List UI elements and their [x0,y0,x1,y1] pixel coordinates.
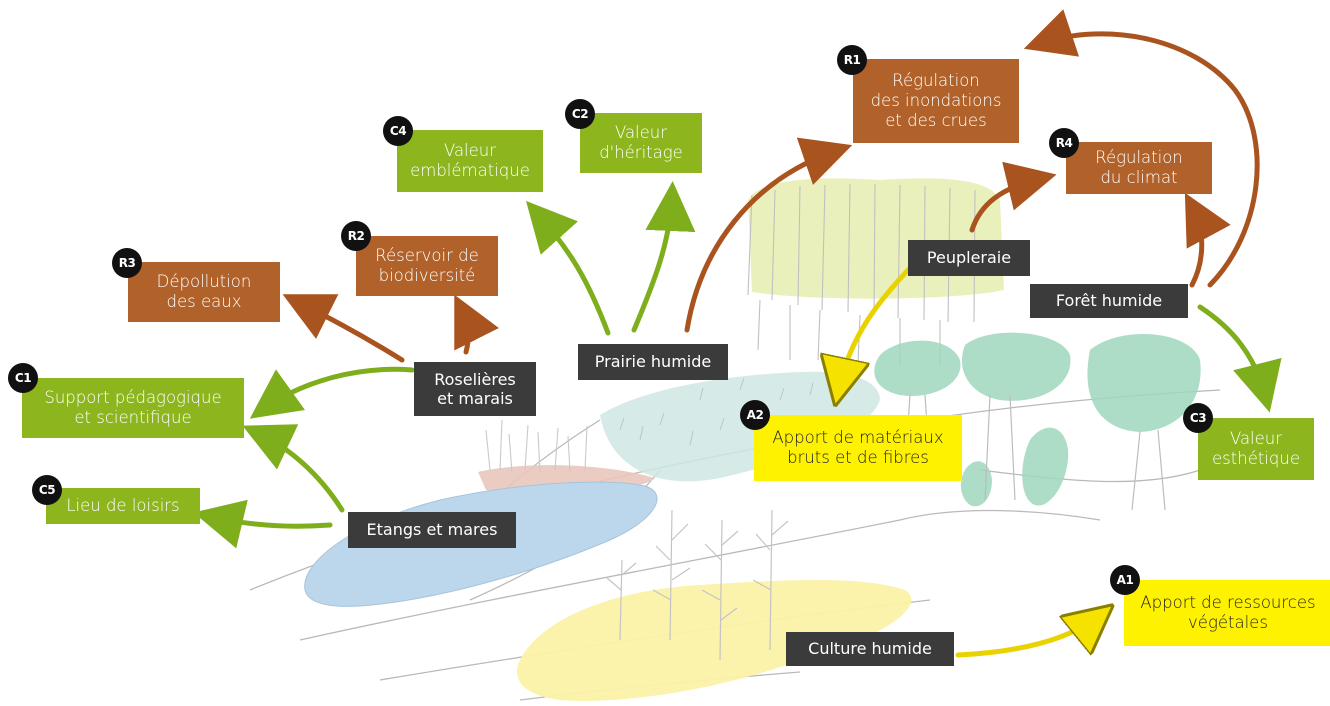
arrow-prairie-to-c4 [525,200,611,336]
badge-c5: C5 [32,475,62,505]
badge-r4: R4 [1049,128,1079,158]
ecosystem-culture-humide: Culture humide [786,632,954,666]
service-c5-lieu-loisirs: Lieu de loisirs [46,488,200,524]
badge-c1: C1 [8,363,38,393]
service-c4-valeur-emblematique: Valeur emblématique [397,130,543,192]
service-r4-regulation-climat: Régulation du climat [1066,142,1212,194]
ecosystem-peupleraie: Peupleraie [908,240,1030,276]
service-a2-apport-materiaux: Apport de matériaux bruts et de fibres [754,415,962,481]
service-c3-valeur-esthetique: Valeur esthétique [1198,418,1314,480]
arrow-peupleraie-to-a2 [838,265,913,392]
arrow-prairie-to-c2 [631,181,696,333]
service-c2-valeur-heritage: Valeur d'héritage [580,113,702,173]
arrow-foret-to-r1 [1023,9,1260,288]
arrow-foret-to-c3 [1197,304,1282,413]
arrow-roselieres-to-r3 [282,294,405,363]
arrow-peupleraie-to-r4 [969,161,1057,233]
service-r2-reservoir-biodiversite: Réservoir de biodiversité [356,236,498,296]
crop-field [516,580,912,701]
crop-plants [606,509,789,661]
ecosystem-roselieres-marais: Roselières et marais [414,362,536,416]
arrow-foret-to-r4 [1184,192,1231,288]
reeds [485,419,588,473]
service-c1-support-pedagogique: Support pédagogique et scientifique [22,378,244,438]
arrow-etangs-to-c5 [193,499,333,549]
ecosystem-prairie-humide: Prairie humide [578,344,728,380]
service-a1-apport-ressources: Apport de ressources végétales [1124,580,1330,646]
badge-c3: C3 [1183,403,1213,433]
arrow-etangs-to-c1 [242,424,345,513]
ecosystem-foret-humide: Forêt humide [1030,284,1188,318]
service-r3-depollution-eaux: Dépollution des eaux [128,262,280,322]
badge-r1: R1 [837,45,867,75]
forest-trees [874,332,1201,511]
badge-a2: A2 [740,400,770,430]
badge-r3: R3 [112,248,142,278]
meadow-area [600,371,880,482]
arrow-culture-to-a1 [955,614,1102,658]
badge-r2: R2 [341,221,371,251]
arrow-roselieres-to-r2 [454,294,500,355]
badge-c2: C2 [565,99,595,129]
ecosystem-etangs-mares: Etangs et mares [348,512,516,548]
badge-a1: A1 [1110,565,1140,595]
arrow-roselieres-to-c1 [249,366,415,419]
arrow-prairie-to-r1 [684,137,853,333]
badge-c4: C4 [383,116,413,146]
service-r1-regulation-inondations: Régulation des inondations et des crues [853,59,1019,143]
